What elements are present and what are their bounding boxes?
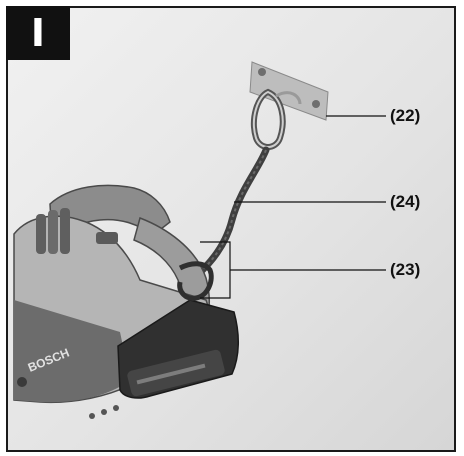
screw-hole-icon [258, 68, 266, 76]
attachment-loop [177, 261, 214, 301]
anchor-plate [249, 61, 329, 121]
rotary-hammer: BOSCH [13, 184, 240, 419]
callout-label-24: (24) [390, 192, 421, 211]
grip-bellows [36, 208, 70, 254]
screw-hole-icon [312, 100, 320, 108]
trigger-switch [96, 232, 118, 244]
callout-label-23: (23) [390, 260, 421, 279]
callout-label-22: (22) [390, 106, 421, 125]
brand-emblem-icon [17, 377, 27, 387]
callout-bracket-23 [200, 241, 386, 299]
battery-pack [117, 299, 240, 399]
figure-badge: I [6, 6, 70, 60]
carabiner [250, 88, 302, 150]
